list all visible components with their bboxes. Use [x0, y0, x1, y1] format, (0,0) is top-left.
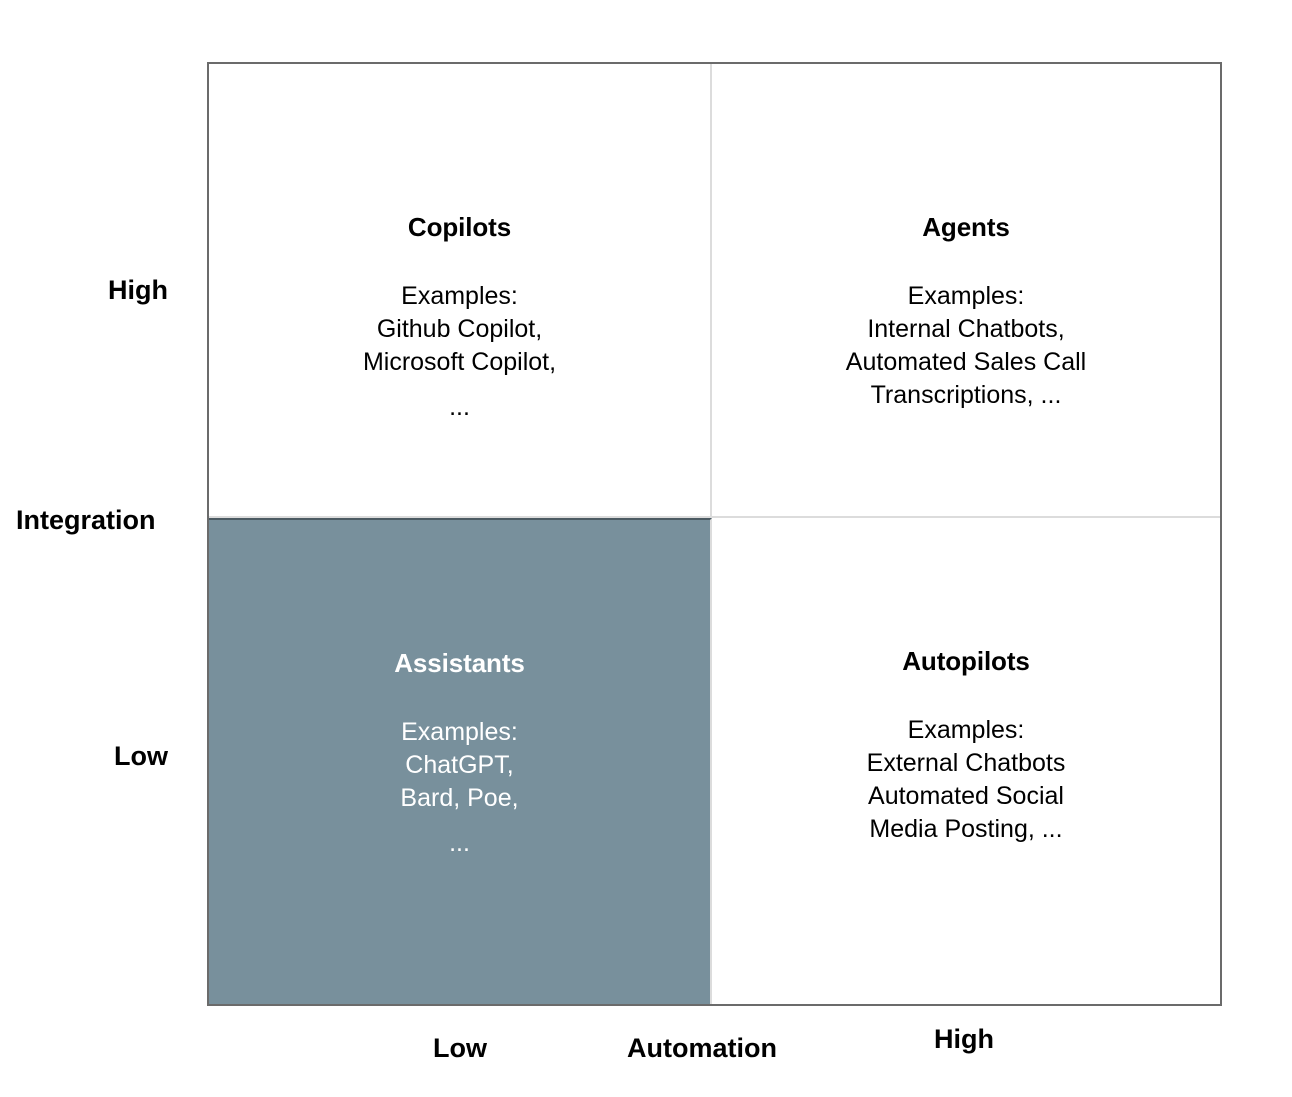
quadrant-grid: Copilots Examples: Github Copilot, Micro… — [209, 64, 1220, 1004]
matrix-frame: Copilots Examples: Github Copilot, Micro… — [207, 62, 1222, 1006]
y-axis-title: Integration — [16, 505, 156, 535]
x-axis-title: Automation — [627, 1033, 777, 1063]
quadrant-title-copilots: Copilots — [407, 212, 512, 242]
quadrant-title-autopilots: Autopilots — [902, 646, 1030, 676]
y-axis-tick-high: High — [108, 275, 168, 305]
quadrant-title-agents: Agents — [922, 212, 1010, 242]
quadrant-copilots[interactable]: Copilots Examples: Github Copilot, Micro… — [209, 64, 712, 518]
quadrant-ellipsis-assistants: ... — [449, 829, 470, 857]
y-axis-tick-low: Low — [114, 741, 168, 771]
quadrant-title-assistants: Assistants — [394, 648, 525, 678]
x-axis-tick-low: Low — [433, 1033, 487, 1063]
quadrant-autopilots[interactable]: Autopilots Examples: External Chatbots A… — [712, 518, 1220, 1004]
quadrant-ellipsis-copilots: ... — [449, 393, 470, 421]
quadrant-body-autopilots: Examples: External Chatbots Automated So… — [866, 716, 1066, 843]
quadrant-body-agents: Examples: Internal Chatbots, Automated S… — [845, 282, 1087, 409]
quadrant-assistants[interactable]: Assistants Examples: ChatGPT, Bard, Poe,… — [209, 518, 712, 1004]
quadrant-body-copilots: Examples: Github Copilot, Microsoft Copi… — [362, 282, 557, 376]
x-axis-tick-high: High — [934, 1024, 994, 1054]
quadrant-body-assistants: Examples: ChatGPT, Bard, Poe, — [400, 718, 519, 812]
quadrant-agents[interactable]: Agents Examples: Internal Chatbots, Auto… — [712, 64, 1220, 518]
